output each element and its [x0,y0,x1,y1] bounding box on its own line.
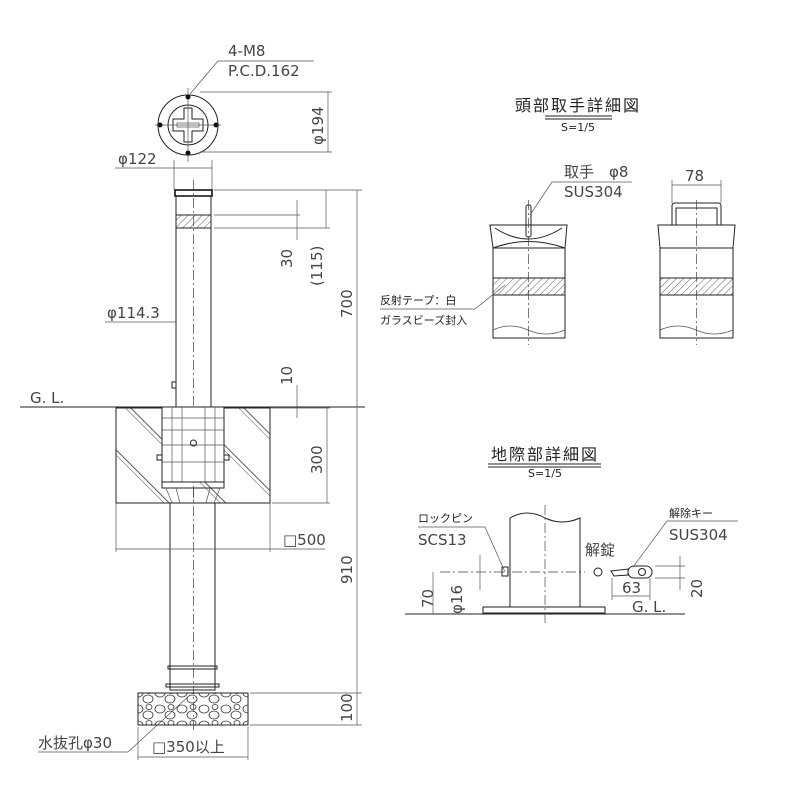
ground-detail: 地際部詳細図 S=1/5 ロックピン SCS13 解錠 解除キー SUS304 … [405,445,738,625]
key-material: SUS304 [669,526,728,544]
post-dia: φ114.3 [107,304,160,322]
foundation-size: □500 [283,531,326,549]
pcd-spec: P.C.D.162 [228,62,300,80]
handle-label: 取手 φ8 [564,163,628,181]
dim-115: (115) [308,246,326,286]
tape-label: 反射テープ：白 [380,293,456,307]
unlock-label: 解錠 [585,541,615,559]
bolt-spec: 4-M8 [228,42,265,60]
ground-detail-scale: S=1/5 [528,467,562,480]
dim-910: 910 [338,555,356,584]
ground-detail-title: 地際部詳細図 [491,445,599,464]
ground-detail-gl: G. L. [632,598,666,616]
head-detail-title: 頭部取手詳細図 [515,96,641,115]
dim-700: 700 [338,289,356,318]
dim-30: 30 [278,249,296,268]
outer-dia: φ194 [309,106,327,145]
drain-hole-label: 水抜孔φ30 [38,734,112,752]
top-view: 4-M8 P.C.D.162 φ194 φ122 [115,42,332,190]
gravel-width: □350以上 [152,738,225,756]
handle-width: 78 [685,167,704,185]
lock-pin-label: ロックピン [418,512,473,525]
dim-10: 10 [278,366,296,385]
key-label: 解除キー [669,506,713,520]
dim-70: 70 [419,589,437,608]
head-detail: 頭部取手詳細図 S=1/5 取手 φ8 SUS304 反射テープ：白 ガラスビー… [380,96,736,345]
gravel-height: 100 [338,693,356,722]
dim-20: 20 [688,579,706,598]
head-detail-scale: S=1/5 [561,121,595,134]
tape-note: ガラスビーズ封入 [380,313,467,327]
handle-material: SUS304 [564,183,623,201]
ground-level-label: G. L. [30,389,64,407]
dim-16: φ16 [448,585,466,614]
elevation-view: 700 (115) 30 10 φ114.3 G. L. 300 [20,180,365,760]
dim-300: 300 [308,445,326,474]
dim-63: 63 [622,579,641,597]
cap-dia: φ122 [118,150,157,168]
lock-pin-material: SCS13 [418,531,467,549]
